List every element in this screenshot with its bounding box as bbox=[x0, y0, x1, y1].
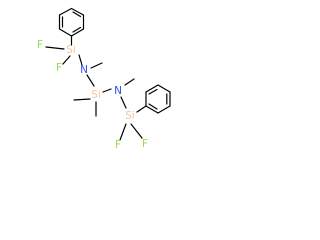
bond bbox=[78, 54, 83, 66]
bond bbox=[102, 88, 112, 93]
atom-labels: F Si F N Si N Si F F bbox=[37, 39, 148, 151]
atom-n: N bbox=[114, 85, 122, 97]
molecule-diagram: F Si F N Si N Si F F bbox=[37, 7, 171, 151]
bond bbox=[86, 74, 95, 87]
bond bbox=[119, 123, 127, 141]
atom-f: F bbox=[142, 138, 148, 150]
bond bbox=[148, 88, 158, 95]
bond bbox=[136, 105, 147, 113]
bond bbox=[145, 105, 159, 114]
atom-si: Si bbox=[66, 44, 76, 56]
bond bbox=[70, 28, 85, 37]
atom-si: Si bbox=[125, 110, 135, 122]
bond bbox=[45, 46, 65, 50]
bond bbox=[70, 7, 85, 16]
bond bbox=[157, 105, 171, 114]
atom-n: N bbox=[80, 64, 88, 76]
bond bbox=[58, 7, 73, 16]
bond bbox=[72, 26, 82, 33]
bonds bbox=[45, 7, 171, 141]
bond bbox=[58, 28, 73, 37]
bond bbox=[73, 98, 91, 101]
atom-f: F bbox=[37, 39, 43, 51]
bond bbox=[120, 96, 127, 109]
bond bbox=[72, 11, 82, 18]
atom-f: F bbox=[115, 139, 121, 151]
bond bbox=[90, 62, 103, 69]
atom-si: Si bbox=[91, 89, 101, 101]
bond bbox=[62, 55, 71, 65]
bond bbox=[124, 78, 135, 86]
bond bbox=[130, 123, 143, 139]
bond bbox=[148, 103, 158, 110]
atom-f: F bbox=[56, 62, 62, 74]
bond bbox=[157, 84, 171, 93]
bond bbox=[145, 84, 159, 93]
